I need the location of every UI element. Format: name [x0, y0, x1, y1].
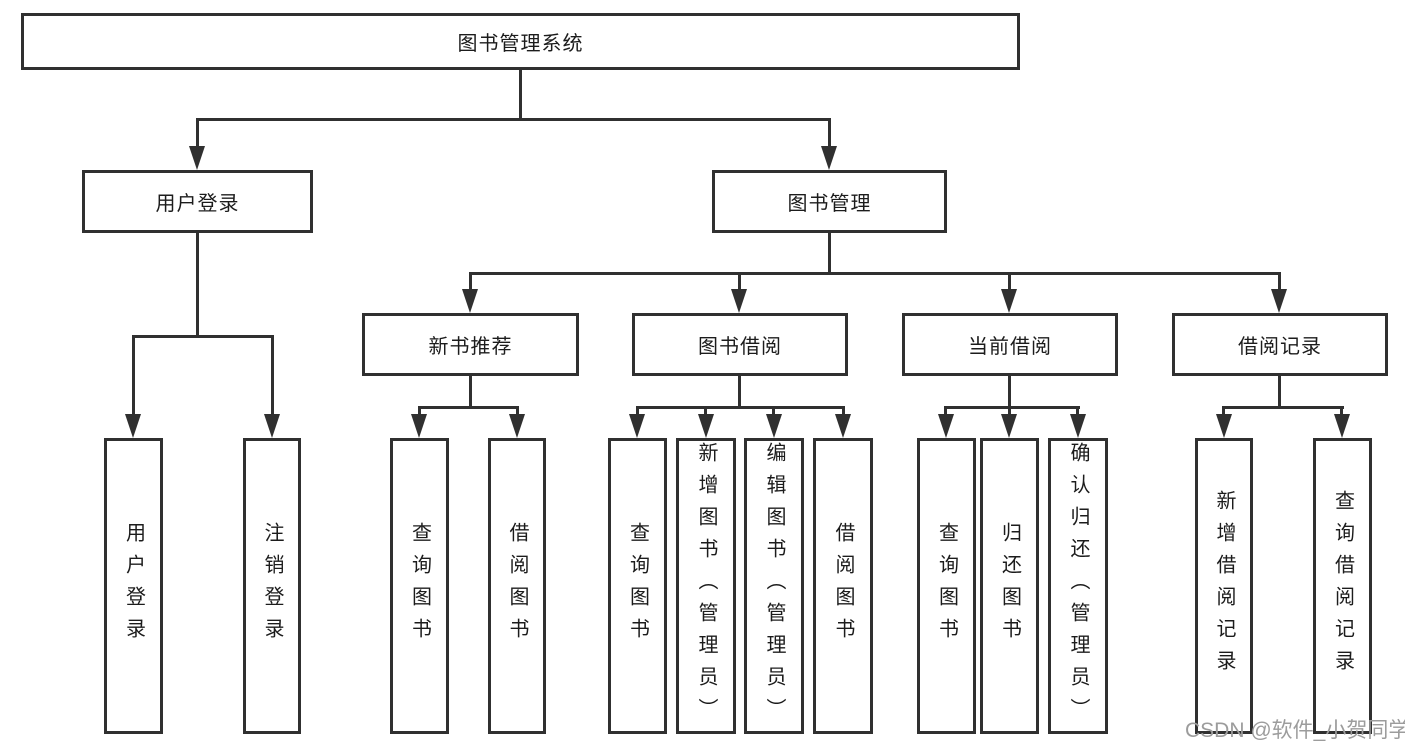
node-label: 借阅记录 — [1238, 336, 1322, 358]
node-label: 图书管理系统 — [457, 33, 584, 55]
connector-arrowhead — [1271, 289, 1287, 313]
node-label: 用户登录 — [122, 522, 145, 650]
connector-vline — [519, 70, 522, 118]
connector-arrowhead — [264, 414, 280, 438]
connector-vline — [132, 335, 135, 416]
leaf-user-login: 用户登录 — [104, 438, 163, 734]
connector-arrowhead — [821, 146, 837, 170]
leaf-query-borrow-record: 查询借阅记录 — [1313, 438, 1372, 734]
leaf-query-books-borrow: 查询图书 — [608, 438, 667, 734]
node-label: 新增图书（管理员） — [695, 442, 717, 730]
connector-arrowhead — [1216, 414, 1232, 438]
connector-vline — [516, 406, 519, 416]
connector-vline — [704, 406, 707, 416]
node-label: 借阅图书 — [506, 522, 528, 650]
connector-hline — [469, 272, 1281, 275]
connector-arrowhead — [1001, 414, 1017, 438]
watermark-text: CSDN @软件_小贺同学 — [1185, 719, 1405, 742]
connector-arrowhead — [938, 414, 954, 438]
connector-arrowhead — [731, 289, 747, 313]
connector-vline — [828, 233, 831, 272]
node-label: 确认归还（管理员） — [1067, 442, 1089, 730]
connector-arrowhead — [125, 414, 141, 438]
node-label: 当前借阅 — [968, 336, 1052, 358]
connector-vline — [772, 406, 775, 416]
leaf-return-book: 归还图书 — [980, 438, 1039, 734]
leaf-add-borrow-record: 新增借阅记录 — [1195, 438, 1253, 734]
connector-hline — [196, 118, 831, 121]
connector-arrowhead — [766, 414, 782, 438]
node-label: 新书推荐 — [428, 336, 513, 358]
connector-vline — [1008, 406, 1011, 416]
connector-hline — [944, 406, 1080, 409]
node-book-management: 图书管理 — [712, 170, 947, 233]
connector-vline — [1222, 406, 1225, 416]
connector-vline — [738, 376, 741, 406]
connector-arrowhead — [1001, 289, 1017, 313]
node-book-borrow: 图书借阅 — [632, 313, 848, 376]
node-user-login: 用户登录 — [82, 170, 313, 233]
connector-vline — [828, 118, 831, 148]
connector-arrowhead — [835, 414, 851, 438]
connector-arrowhead — [509, 414, 525, 438]
node-new-book-recommend: 新书推荐 — [362, 313, 579, 376]
node-label: 查询图书 — [408, 522, 431, 650]
node-label: 查询图书 — [626, 522, 649, 650]
node-label: 图书管理 — [787, 193, 872, 215]
connector-arrowhead — [462, 289, 478, 313]
connector-vline — [1008, 376, 1011, 406]
connector-vline — [271, 335, 274, 416]
leaf-add-book-admin: 新增图书（管理员） — [676, 438, 736, 734]
node-library-system: 图书管理系统 — [21, 13, 1020, 70]
connector-arrowhead — [1334, 414, 1350, 438]
node-label: 查询图书 — [935, 522, 958, 650]
node-label: 借阅图书 — [832, 522, 854, 650]
connector-vline — [1076, 406, 1079, 416]
node-label: 查询借阅记录 — [1331, 490, 1354, 682]
connector-vline — [1340, 406, 1343, 416]
connector-arrowhead — [698, 414, 714, 438]
connector-vline — [636, 406, 639, 416]
connector-vline — [469, 272, 472, 291]
leaf-query-books-recommend: 查询图书 — [390, 438, 449, 734]
connector-vline — [944, 406, 947, 416]
connector-vline — [196, 118, 199, 148]
connector-hline — [636, 406, 844, 409]
node-label: 新增借阅记录 — [1213, 490, 1235, 682]
connector-arrowhead — [629, 414, 645, 438]
connector-hline — [418, 406, 518, 409]
node-label: 编辑图书（管理员） — [763, 442, 785, 730]
node-borrow-records: 借阅记录 — [1172, 313, 1388, 376]
connector-hline — [1222, 406, 1344, 409]
connector-arrowhead — [1070, 414, 1086, 438]
leaf-confirm-return-admin: 确认归还（管理员） — [1048, 438, 1108, 734]
connector-vline — [1278, 272, 1281, 291]
connector-arrowhead — [411, 414, 427, 438]
connector-vline — [842, 406, 845, 416]
connector-vline — [469, 376, 472, 406]
connector-vline — [738, 272, 741, 291]
connector-hline — [132, 335, 273, 338]
node-label: 注销登录 — [261, 522, 283, 650]
connector-vline — [196, 233, 199, 335]
leaf-edit-book-admin: 编辑图书（管理员） — [744, 438, 804, 734]
leaf-borrow-books-recommend: 借阅图书 — [488, 438, 546, 734]
connector-vline — [1278, 376, 1281, 406]
connector-arrowhead — [189, 146, 205, 170]
connector-vline — [1008, 272, 1011, 291]
connector-vline — [418, 406, 421, 416]
node-current-borrow: 当前借阅 — [902, 313, 1118, 376]
leaf-borrow-books: 借阅图书 — [813, 438, 873, 734]
node-label: 图书借阅 — [698, 336, 782, 358]
leaf-query-books-current: 查询图书 — [917, 438, 976, 734]
node-label: 归还图书 — [998, 522, 1021, 650]
leaf-logout: 注销登录 — [243, 438, 301, 734]
node-label: 用户登录 — [155, 193, 240, 215]
